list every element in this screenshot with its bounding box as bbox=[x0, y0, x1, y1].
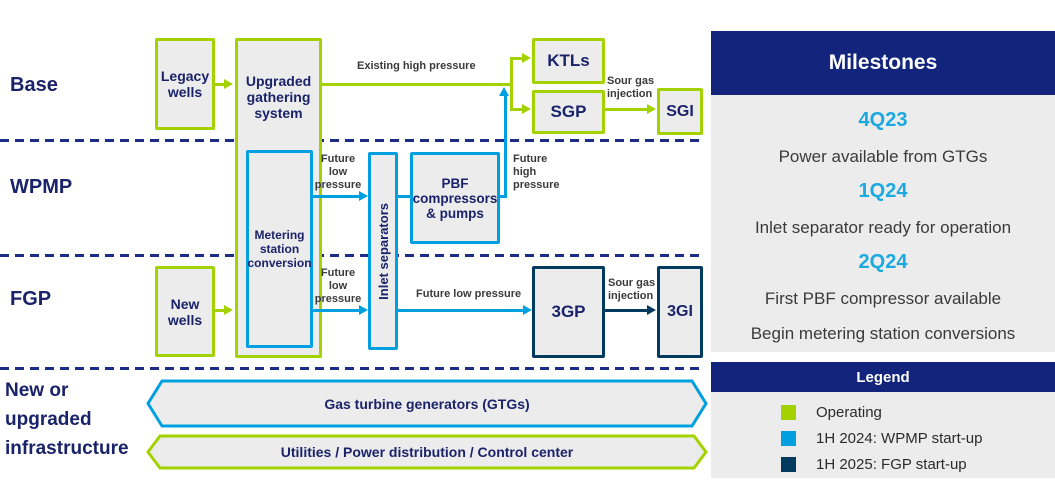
legend-item-wpmp: 1H 2024: WPMP start-up bbox=[711, 426, 1055, 451]
milestone-event: Inlet separator ready for operation bbox=[754, 218, 1012, 237]
milestone-event: Begin metering station conversions bbox=[750, 324, 1016, 343]
milestone-quarter: 1Q24 bbox=[858, 180, 908, 202]
label-sour-gas-injection-bottom: Sour gas injection bbox=[608, 277, 656, 303]
row-divider-wpmp-fgp bbox=[0, 254, 703, 257]
row-divider-fgp-infra bbox=[0, 367, 703, 370]
box-sgp: SGP bbox=[532, 90, 605, 134]
flow-line-to-ktls bbox=[510, 57, 523, 60]
arrowhead-metering-to-inlet-fgp bbox=[359, 305, 368, 315]
milestone-quarter: 4Q23 bbox=[858, 109, 908, 131]
arrowhead-sgp-to-sgi bbox=[647, 104, 656, 114]
box-inlet-separators-label: Inlet separators bbox=[375, 202, 391, 300]
row-label-infrastructure: New or upgraded infrastructure bbox=[5, 380, 129, 459]
arrowhead-inlet-to-3gp bbox=[523, 305, 532, 315]
banner-gtg-shape bbox=[146, 379, 708, 433]
box-upgraded-gathering-system-label: Upgraded gathering system bbox=[245, 73, 312, 121]
banner-gtg-label: Gas turbine generators (GTGs) bbox=[324, 395, 530, 412]
box-sgi-label: SGI bbox=[666, 102, 694, 120]
box-legacy-wells: Legacy wells bbox=[155, 38, 215, 130]
flow-line-pbf-out bbox=[500, 195, 507, 198]
flow-line-metering-to-inlet-wpmp bbox=[313, 195, 361, 198]
milestones-body: 4Q23 Power available from GTGs 1Q24 Inle… bbox=[711, 95, 1055, 352]
legend-item-fgp: 1H 2025: FGP start-up bbox=[711, 452, 1055, 477]
label-existing-high-pressure: Existing high pressure bbox=[357, 60, 476, 72]
arrowhead-to-ktls bbox=[522, 53, 531, 63]
flow-line-inlet-to-pbf bbox=[398, 195, 410, 198]
row-divider-base-wpmp bbox=[0, 139, 703, 142]
label-future-low-pressure-wpmp: Future low pressure bbox=[314, 153, 362, 192]
arrowhead-future-high-pressure bbox=[499, 87, 509, 96]
row-label-fgp: FGP bbox=[10, 288, 52, 310]
box-legacy-wells-label: Legacy wells bbox=[160, 68, 210, 100]
flow-line-to-sgp bbox=[510, 108, 523, 111]
legend-label-wpmp: 1H 2024: WPMP start-up bbox=[816, 430, 983, 447]
row-label-wpmp: WPMP bbox=[10, 176, 73, 198]
legend-item-operating: Operating bbox=[711, 400, 1055, 425]
milestone-event: Power available from GTGs bbox=[778, 147, 988, 166]
box-pbf-compressors-label: PBF compressors & pumps bbox=[412, 175, 498, 221]
legend-swatch-wpmp bbox=[781, 431, 796, 446]
box-3gi-label: 3GI bbox=[667, 303, 693, 320]
hexagon-utilities bbox=[146, 434, 708, 470]
banner-utilities-label: Utilities / Power distribution / Control… bbox=[280, 444, 574, 460]
hexagon-gtg bbox=[146, 379, 708, 428]
flow-line-future-high-pressure bbox=[504, 95, 507, 198]
row-label-base: Base bbox=[10, 74, 58, 96]
box-metering-station-conversion-label: Metering station conversion bbox=[247, 228, 312, 270]
box-3gp-label: 3GP bbox=[551, 302, 586, 321]
box-sgi: SGI bbox=[657, 88, 703, 135]
milestones-header: Milestones bbox=[711, 31, 1055, 95]
label-future-low-pressure-line: Future low pressure bbox=[416, 288, 522, 300]
flow-line-inlet-to-3gp bbox=[398, 309, 525, 312]
flow-line-newwells-to-gathering bbox=[215, 309, 225, 312]
banner-utilities-shape bbox=[146, 434, 708, 475]
box-metering-station-conversion: Metering station conversion bbox=[246, 150, 313, 348]
milestone-quarter: 2Q24 bbox=[858, 251, 908, 273]
flow-branch-vertical bbox=[510, 58, 513, 111]
flow-line-3gp-to-3gi bbox=[605, 309, 648, 312]
milestones-title: Milestones bbox=[828, 51, 938, 74]
box-inlet-separators: Inlet separators bbox=[368, 152, 398, 350]
box-3gi: 3GI bbox=[657, 266, 703, 358]
legend-title: Legend bbox=[856, 368, 910, 386]
legend-swatch-fgp bbox=[781, 457, 796, 472]
flow-line-metering-to-inlet-fgp bbox=[313, 309, 361, 312]
box-pbf-compressors: PBF compressors & pumps bbox=[410, 152, 500, 244]
label-future-high-pressure: Future high pressure bbox=[513, 153, 560, 192]
arrowhead-to-sgp bbox=[522, 104, 531, 114]
box-new-wells-label: New wells bbox=[167, 295, 203, 328]
milestone-event: First PBF compressor available bbox=[764, 289, 1002, 308]
legend-body: Operating 1H 2024: WPMP start-up 1H 2025… bbox=[711, 392, 1055, 478]
box-3gp: 3GP bbox=[532, 266, 605, 358]
box-new-wells: New wells bbox=[155, 266, 215, 357]
flow-line-existing-high-pressure bbox=[322, 83, 512, 86]
legend-swatch-operating bbox=[781, 405, 796, 420]
box-sgp-label: SGP bbox=[550, 102, 587, 121]
arrowhead-3gp-to-3gi bbox=[647, 305, 656, 315]
legend-header: Legend bbox=[711, 362, 1055, 392]
flow-line-legacy-to-gathering bbox=[213, 83, 225, 86]
box-ktls: KTLs bbox=[532, 38, 605, 84]
box-ktls-label: KTLs bbox=[547, 51, 590, 70]
label-future-low-pressure-fgp: Future low pressure bbox=[314, 267, 362, 306]
arrowhead-newwells-to-gathering bbox=[224, 305, 233, 315]
flow-line-sgp-to-sgi bbox=[605, 108, 648, 111]
legend-label-fgp: 1H 2025: FGP start-up bbox=[816, 456, 967, 473]
label-sour-gas-injection-top: Sour gas injection bbox=[607, 75, 655, 101]
arrowhead-metering-to-inlet-wpmp bbox=[359, 191, 368, 201]
arrowhead-legacy-to-gathering bbox=[224, 79, 233, 89]
legend-label-operating: Operating bbox=[816, 404, 882, 421]
